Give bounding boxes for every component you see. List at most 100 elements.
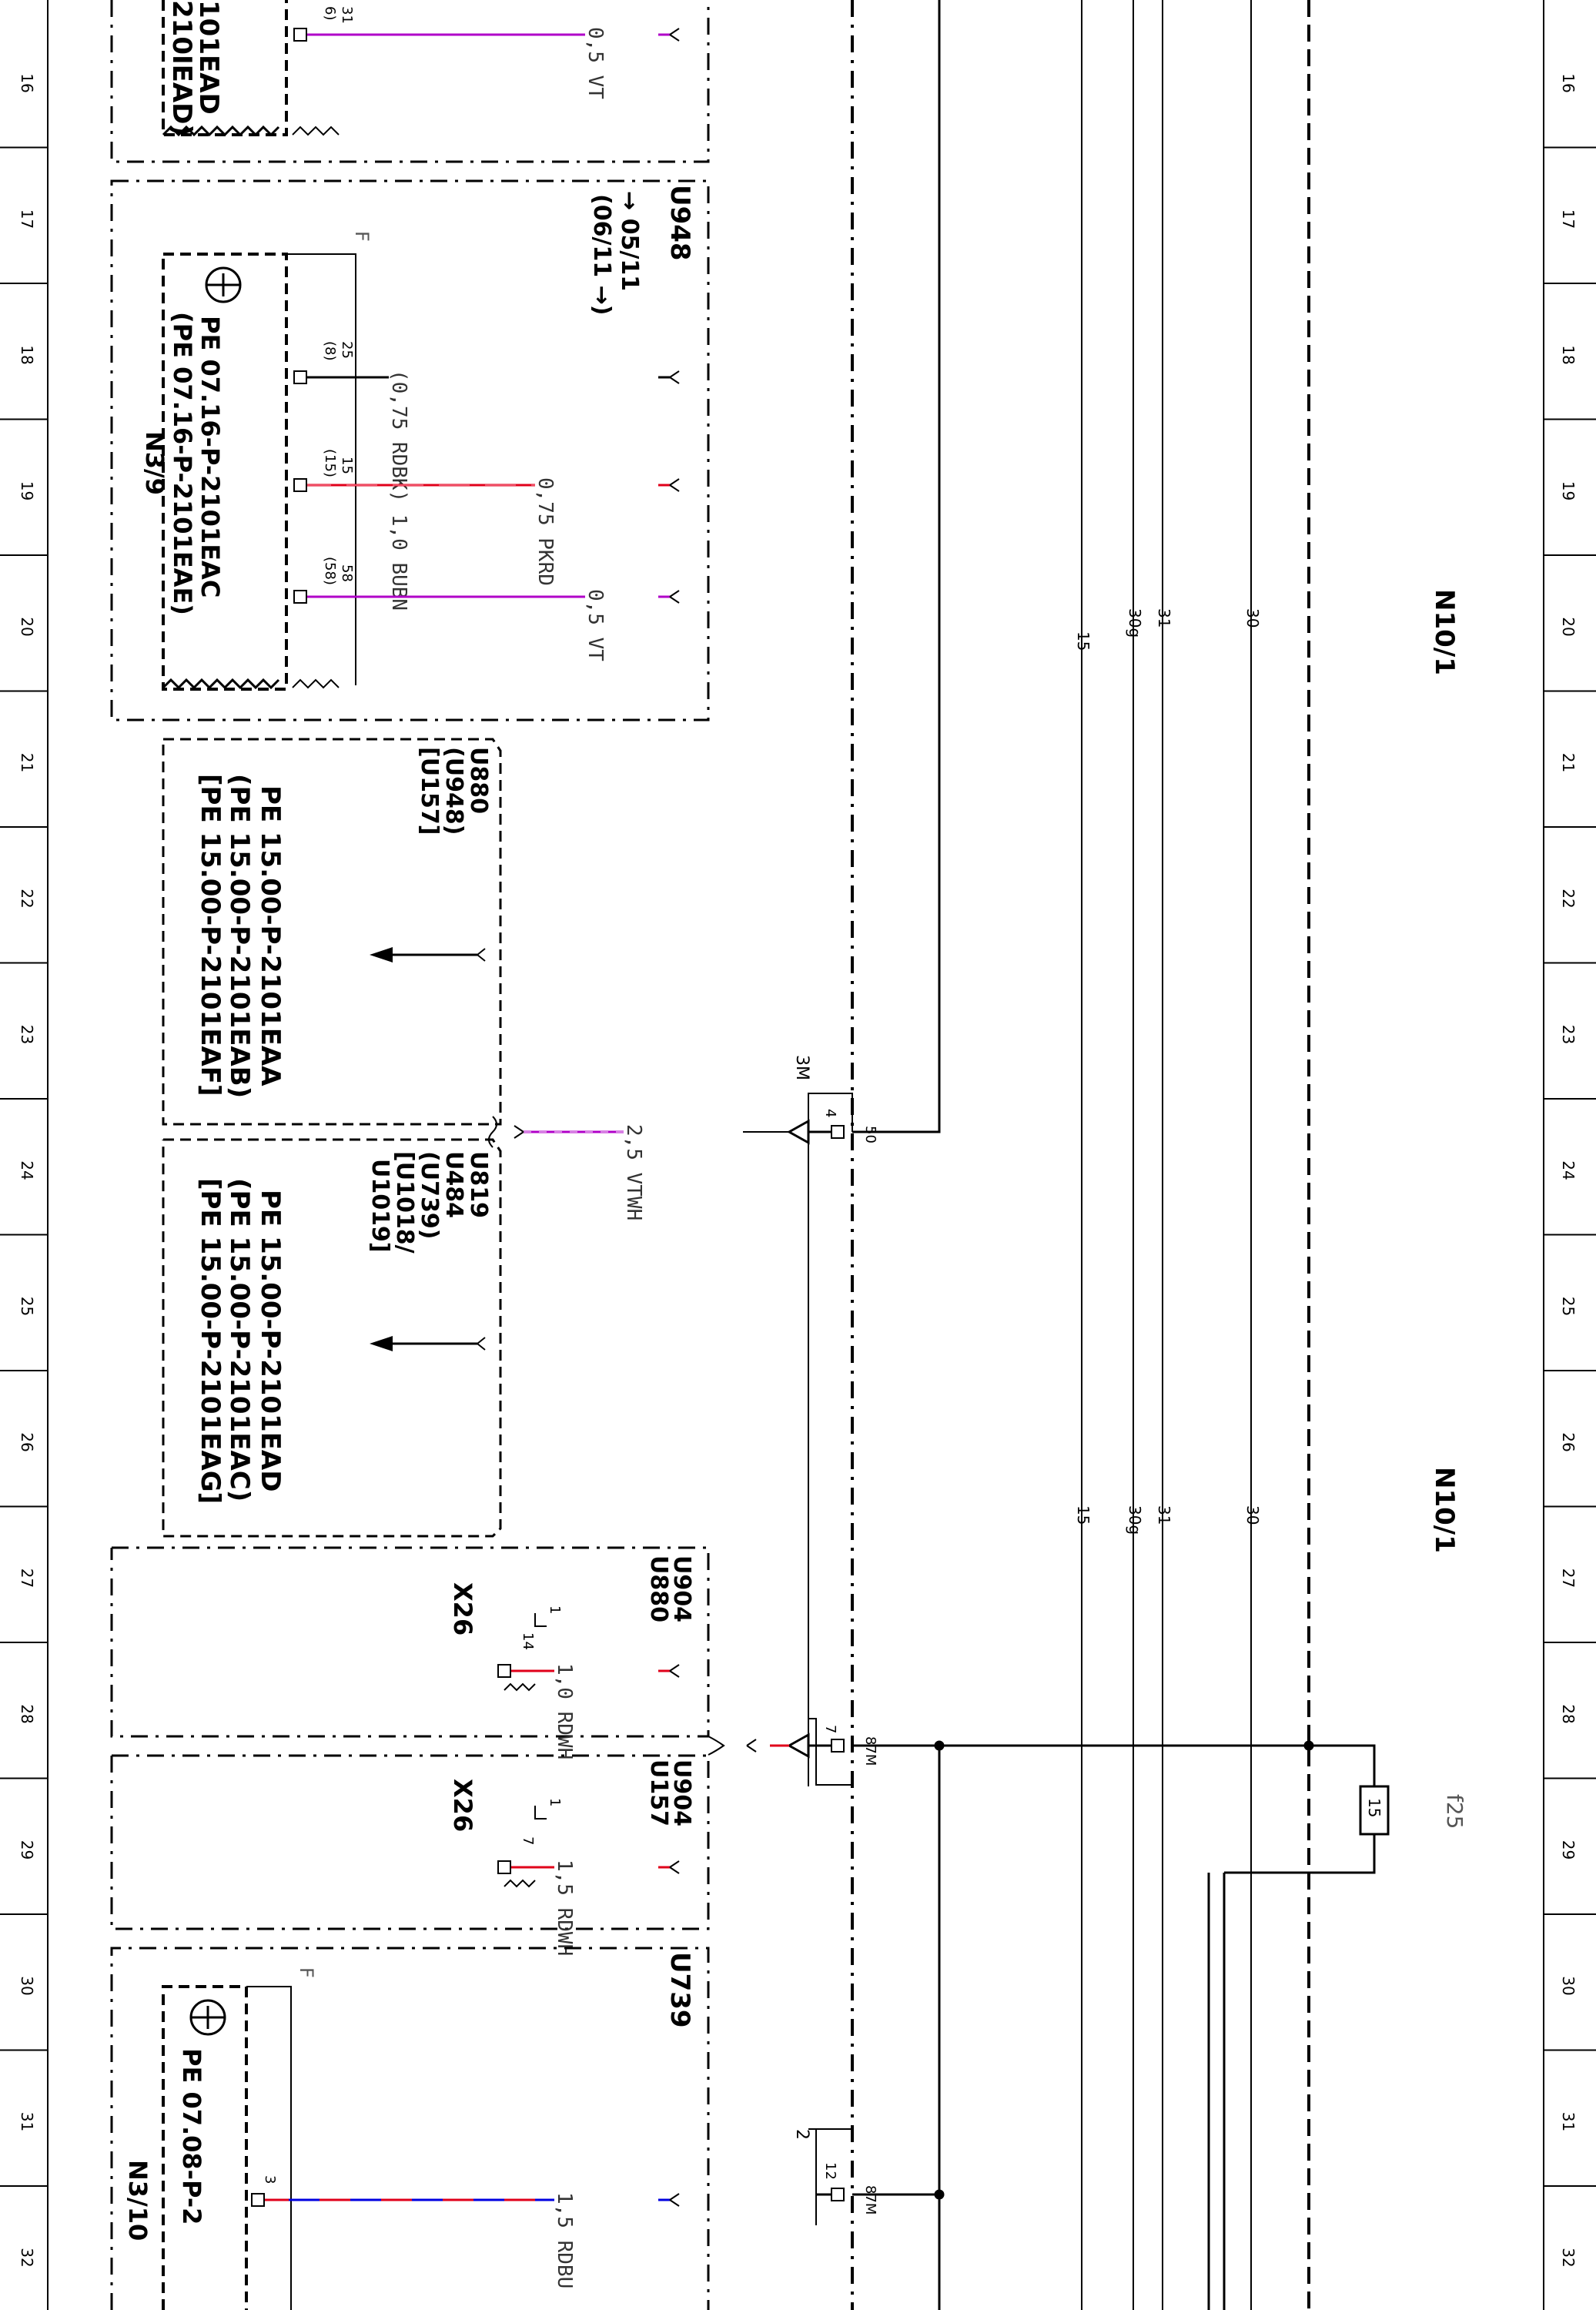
date-range: (06/11 →) — [588, 194, 615, 315]
block-code: (U739) — [416, 1151, 443, 1239]
row-number: 21 — [1559, 753, 1578, 772]
block-code: [U157] — [416, 747, 443, 835]
row-number: 30 — [1559, 1976, 1578, 1995]
row-number: 32 — [1559, 2248, 1578, 2267]
pin-number-alt: (58) — [322, 557, 338, 585]
transistor-icon — [205, 266, 242, 303]
pin-number-alt: 6) — [322, 6, 338, 20]
row-number: 16 — [18, 73, 36, 92]
bus-label: 30 — [1243, 1505, 1262, 1525]
pin-number: 1 — [547, 1798, 563, 1806]
pe-reference: [PE 15.00-P-2101EAG] — [195, 1178, 226, 1504]
block-code: U904 — [668, 1555, 695, 1622]
connector-pin: 12 — [822, 2162, 838, 2180]
connector-label: X26 — [448, 1582, 477, 1635]
brace — [708, 1736, 725, 1756]
pin-number: 14 — [520, 1632, 536, 1650]
ref-block-1: U880 (U948) [U157] PE 15.00-P-2101EAA (P… — [162, 738, 502, 1126]
transistor-icon — [189, 1999, 226, 2036]
connector-pin: 4 — [822, 1109, 838, 1117]
pin-number: 7 — [520, 1836, 536, 1845]
row-number: 20 — [18, 617, 36, 636]
block-code: U157 — [645, 1759, 672, 1826]
pe-reference: PE 07.16-P-2101EAC — [196, 316, 225, 598]
brace — [488, 1116, 497, 1148]
bus-label: 15 — [1074, 631, 1092, 651]
block-code: U739 — [664, 1952, 695, 2028]
row-number: 26 — [1559, 1432, 1578, 1451]
wire-label: 1,5 RDBU — [553, 2192, 576, 2288]
block-code: U880 — [465, 747, 492, 814]
pe-reference: (PE 07.16-P-2101EAE) — [168, 312, 197, 615]
ref-block-2: U819 U484 (U739) [U1018/ U1019] PE 15.00… — [162, 1138, 502, 1538]
wire-87m-bus — [852, 1740, 1314, 2310]
block-code: [U1018/ — [391, 1151, 418, 1254]
bus-label: 31 — [1155, 608, 1173, 628]
row-number: 28 — [1559, 1704, 1578, 1723]
ref-code: 101EAD — [193, 0, 224, 115]
pin-number: 3 — [262, 2175, 278, 2184]
row-number: 21 — [18, 753, 36, 772]
row-number: 25 — [1559, 1297, 1578, 1316]
row-number: 20 — [1559, 617, 1578, 636]
bus-label: 31 — [1155, 1505, 1173, 1525]
block-code: U880 — [645, 1555, 672, 1622]
row-number: 18 — [1559, 345, 1578, 364]
row-number: 27 — [18, 1568, 36, 1588]
row-number: 24 — [18, 1160, 36, 1180]
block-code: U1019] — [366, 1159, 393, 1253]
wire-label: 1,5 RDWH — [553, 1860, 576, 1956]
pin-number: 31 — [339, 6, 355, 24]
date-range: → 05/11 — [616, 191, 643, 291]
row-number: 18 — [18, 345, 36, 364]
row-number: 23 — [1559, 1025, 1578, 1044]
connector-label: 3M — [792, 1055, 811, 1080]
row-number: 24 — [1559, 1160, 1578, 1180]
row-number: 32 — [18, 2248, 36, 2267]
pe-reference: PE 15.00-P-2101EAD — [255, 1190, 286, 1491]
connector-pin: 7 — [822, 1725, 838, 1733]
connector-87m-a: 7 87M — [746, 1718, 878, 1786]
row-number: 16 — [1559, 73, 1578, 92]
pe-reference: [PE 15.00-P-2101EAF] — [195, 774, 226, 1096]
u904-a-block: U904 U880 X26 1 14 1,0 RDWH — [110, 1546, 710, 1759]
top-partial-block: 101EAD 210IEAD) 31 6) 0,5 VT — [110, 0, 710, 163]
bus-label: 30g — [1126, 608, 1144, 638]
row-number: 31 — [1559, 2112, 1578, 2131]
fuse-label: f25 — [1442, 1794, 1467, 1830]
bus-label: 30g — [1126, 1505, 1144, 1535]
connector-label: X26 — [448, 1779, 477, 1832]
row-number: 25 — [18, 1297, 36, 1316]
ref-code: 210IEAD) — [166, 0, 197, 136]
fuse-value: 15 — [1365, 1798, 1384, 1817]
row-number: 27 — [1559, 1568, 1578, 1588]
connector-terminal: 50 — [862, 1126, 878, 1143]
bus-labels-top: 15 30g 31 30 — [1074, 608, 1262, 651]
row-number: 29 — [1559, 1840, 1578, 1860]
pe-reference: PE 07.08-P-2 — [177, 2048, 206, 2225]
bus-label: 15 — [1074, 1505, 1092, 1525]
connector-3m: 3M 4 50 2,5 VTWH — [514, 0, 941, 1786]
wire-label: 0,75 PKRD — [534, 477, 557, 586]
u904-b-block: U904 U157 X26 1 7 1,5 RDWH — [110, 1754, 710, 1956]
f-label: F — [296, 1967, 317, 1978]
pin-number: 25 — [339, 341, 355, 359]
pe-reference: PE 15.00-P-2101EAA — [255, 785, 286, 1086]
block-code: (U948) — [440, 747, 467, 835]
boundary-lines — [851, 0, 1310, 2310]
pin-number-alt: (15) — [322, 449, 338, 477]
u948-block: U948 → 05/11 (06/11 →) F PE 07.16-P-2101… — [110, 179, 710, 721]
connector-label: 2 — [792, 2129, 811, 2140]
connector-terminal: 87M — [862, 2185, 878, 2215]
connector-terminal: 87M — [862, 1736, 878, 1766]
n10-label-top: N10/1 — [1429, 589, 1460, 675]
row-number: 22 — [18, 889, 36, 908]
row-number: 19 — [18, 481, 36, 500]
wire-label: 0,5 VT — [584, 589, 607, 661]
wire-label: (0,75 RDBK) 1,0 BUBN — [387, 370, 410, 611]
row-number: 29 — [18, 1840, 36, 1860]
f-label: F — [351, 231, 373, 242]
wire-label: 2,5 VTWH — [622, 1124, 645, 1220]
